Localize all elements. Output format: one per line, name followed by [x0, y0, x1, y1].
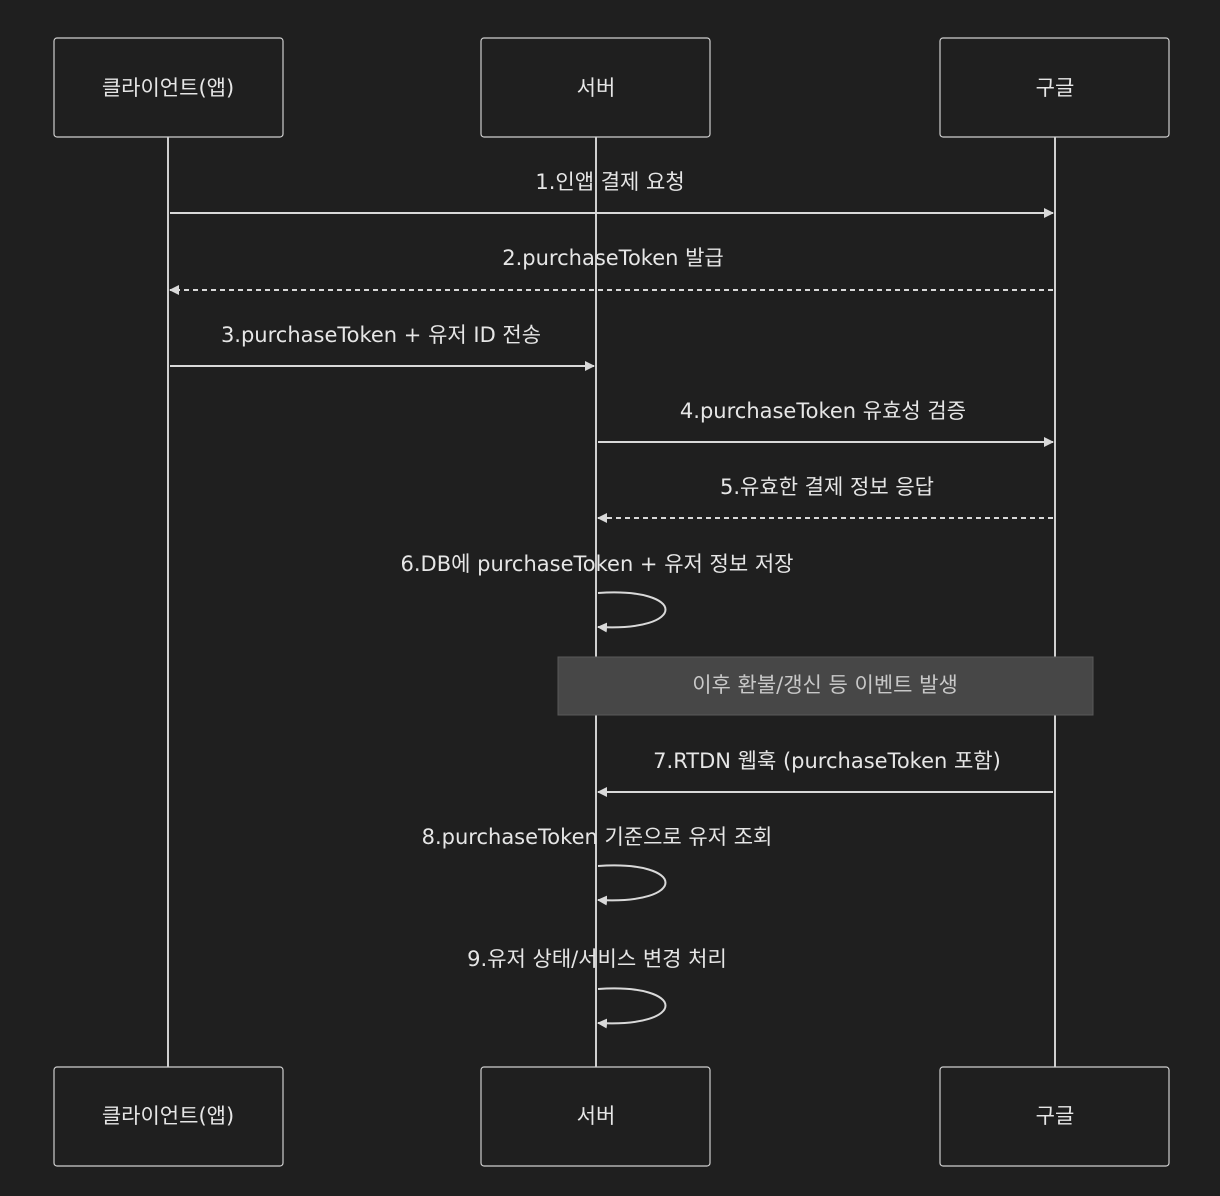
actor-client-bottom: 클라이언트(앱): [53, 1066, 284, 1167]
message-9-label: 9.유저 상태/서비스 변경 처리: [467, 947, 727, 971]
message-5: 5.유효한 결제 정보 응답: [597, 475, 1053, 523]
actor-google-top-label: 구글: [1036, 76, 1075, 100]
actor-server-bottom-label: 서버: [577, 1104, 616, 1128]
actor-server-top: 서버: [480, 37, 711, 138]
actor-server-bottom: 서버: [480, 1066, 711, 1167]
message-8: 8.purchaseToken 기준으로 유저 조회: [422, 825, 773, 906]
message-6: 6.DB에 purchaseToken + 유저 정보 저장: [401, 552, 794, 633]
message-8-label: 8.purchaseToken 기준으로 유저 조회: [422, 825, 773, 849]
message-8-arrow: [597, 864, 667, 906]
message-4: 4.purchaseToken 유효성 검증: [598, 399, 1054, 447]
actor-client-top-label: 클라이언트(앱): [102, 76, 234, 100]
message-4-label: 4.purchaseToken 유효성 검증: [680, 399, 966, 423]
message-6-arrow: [597, 591, 667, 633]
message-1-label: 1.인앱 결제 요청: [535, 170, 684, 194]
message-7-label: 7.RTDN 웹훅 (purchaseToken 포함): [653, 749, 1001, 773]
actor-server-top-label: 서버: [577, 76, 616, 100]
note-box: 이후 환불/갱신 등 이벤트 발생: [557, 656, 1094, 716]
note-text: 이후 환불/갱신 등 이벤트 발생: [692, 673, 958, 697]
message-9: 9.유저 상태/서비스 변경 처리: [467, 947, 727, 1029]
actor-google-bottom: 구글: [939, 1066, 1170, 1167]
message-5-label: 5.유효한 결제 정보 응답: [720, 475, 934, 499]
actor-google-top: 구글: [939, 37, 1170, 138]
message-2: 2.purchaseToken 발급: [169, 246, 1053, 295]
message-7: 7.RTDN 웹훅 (purchaseToken 포함): [597, 749, 1053, 797]
actor-client-bottom-label: 클라이언트(앱): [102, 1104, 234, 1128]
actor-google-bottom-label: 구글: [1036, 1104, 1075, 1128]
message-9-arrow: [597, 987, 667, 1029]
message-3: 3.purchaseToken + 유저 ID 전송: [170, 323, 595, 371]
message-2-label: 2.purchaseToken 발급: [502, 246, 724, 270]
actor-client-top: 클라이언트(앱): [53, 37, 284, 138]
message-1: 1.인앱 결제 요청: [170, 170, 1054, 218]
message-3-label: 3.purchaseToken + 유저 ID 전송: [221, 323, 541, 347]
message-6-label: 6.DB에 purchaseToken + 유저 정보 저장: [401, 552, 794, 576]
